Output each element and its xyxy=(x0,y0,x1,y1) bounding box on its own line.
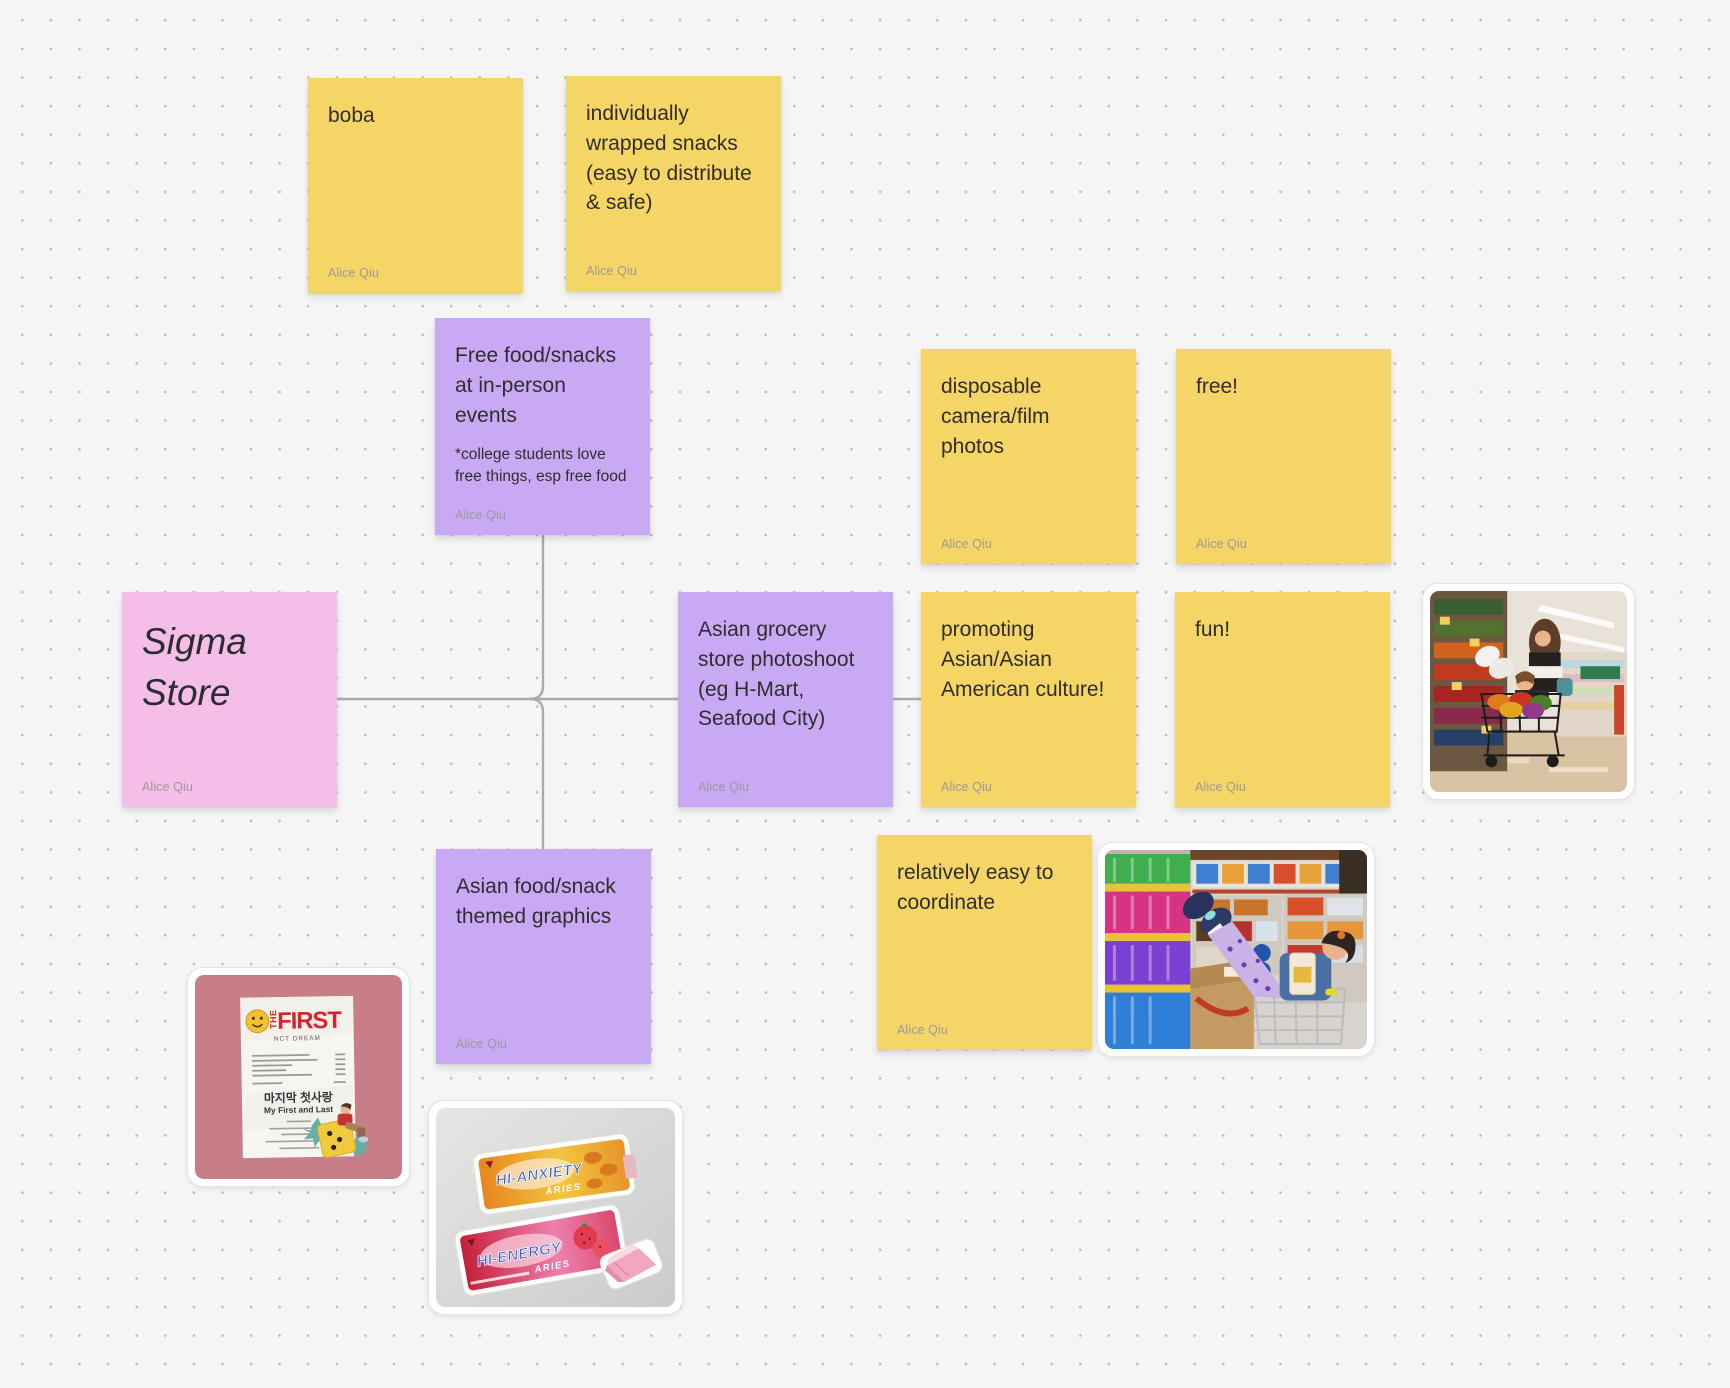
author-label: Alice Qiu xyxy=(941,780,992,794)
sticky-text: Sigma Store xyxy=(142,621,247,714)
person-in-cart-photo[interactable] xyxy=(1097,842,1375,1057)
sticky-text: promoting Asian/Asian American culture! xyxy=(941,618,1105,701)
hi-anxiety-aries-label: ARIES xyxy=(544,1180,582,1196)
connector-junction-to-graphics[interactable] xyxy=(528,697,545,851)
sticky-note-asian-grocery[interactable]: Asian grocery store photoshoot (eg H-Mar… xyxy=(678,592,893,807)
sticky-note-wrapped-snacks[interactable]: individually wrapped snacks (easy to dis… xyxy=(566,76,781,291)
sticky-note-promoting-culture[interactable]: promoting Asian/Asian American culture! … xyxy=(921,592,1136,807)
person-in-cart-photo-illustration xyxy=(1105,850,1367,1049)
sticky-text: fun! xyxy=(1195,618,1231,641)
strawberry-doodle xyxy=(573,1223,611,1258)
hi-anxiety-sticker: HI-ANXIETY ARIES xyxy=(472,1133,638,1215)
author-label: Alice Qiu xyxy=(897,1023,948,1037)
standing-figure xyxy=(1528,618,1563,692)
receipt-tracklist-lines xyxy=(252,1053,346,1085)
receipt-korean-title: 마지막 첫사랑 xyxy=(264,1090,333,1105)
grocery-cart-photo[interactable] xyxy=(1422,583,1635,800)
stickers-photo[interactable]: HI-ANXIETY ARIES HI-ENERGY ARIES xyxy=(428,1100,683,1315)
sticky-note-sigma-store[interactable]: Sigma Store Alice Qiu xyxy=(122,592,337,807)
left-shelf-bags xyxy=(1105,850,1191,1049)
sticky-text: boba xyxy=(328,104,375,127)
sticky-note-boba[interactable]: boba Alice Qiu xyxy=(308,78,523,293)
sticky-note-free-food[interactable]: Free food/snacks at in-person events *co… xyxy=(435,318,650,535)
author-label: Alice Qiu xyxy=(941,537,992,551)
sticky-text: relatively easy to coordinate xyxy=(897,861,1054,914)
receipt-art-image[interactable]: THE FIRST NCT DREAM 마지막 첫사랑 My First and… xyxy=(187,967,410,1187)
sticky-note-free[interactable]: free! Alice Qiu xyxy=(1176,349,1391,564)
sticky-text: disposable camera/film photos xyxy=(941,375,1050,458)
sticky-note-easy-coordinate[interactable]: relatively easy to coordinate Alice Qiu xyxy=(877,835,1092,1050)
author-label: Alice Qiu xyxy=(142,780,193,794)
dice-figure-collage xyxy=(301,1103,371,1159)
author-label: Alice Qiu xyxy=(328,266,379,280)
sticky-text: individually wrapped snacks (easy to dis… xyxy=(586,102,752,215)
cart-and-person xyxy=(1182,891,1356,1046)
receipt-the-label: THE xyxy=(268,1010,278,1029)
receipt-art-illustration: THE FIRST NCT DREAM 마지막 첫사랑 My First and… xyxy=(195,975,402,1179)
grocery-cart-photo-illustration xyxy=(1430,591,1627,792)
candy-piece-sticker xyxy=(599,1238,663,1290)
sticky-note-disposable-camera[interactable]: disposable camera/film photos Alice Qiu xyxy=(921,349,1136,564)
author-label: Alice Qiu xyxy=(698,780,749,794)
connector-junction-to-freefood[interactable] xyxy=(528,533,545,701)
sticky-note-fun[interactable]: fun! Alice Qiu xyxy=(1175,592,1390,807)
author-label: Alice Qiu xyxy=(1196,537,1247,551)
cow-doodles xyxy=(584,1151,618,1189)
sticky-text: Free food/snacks at in-person events xyxy=(455,344,617,427)
cart-figure xyxy=(1475,645,1573,702)
stickers-photo-illustration: HI-ANXIETY ARIES HI-ENERGY ARIES xyxy=(436,1108,675,1307)
author-label: Alice Qiu xyxy=(1195,780,1246,794)
receipt-artist: NCT DREAM xyxy=(274,1035,321,1043)
sticky-subtext: *college students love free things, esp … xyxy=(455,446,627,486)
sticky-text: Asian grocery store photoshoot (eg H-Mar… xyxy=(698,618,855,731)
receipt-subtitle: My First and Last xyxy=(264,1104,333,1115)
author-label: Alice Qiu xyxy=(586,264,637,278)
author-label: Alice Qiu xyxy=(456,1037,507,1051)
author-label: Alice Qiu xyxy=(455,508,506,522)
receipt-title: FIRST xyxy=(277,1007,343,1035)
sticky-text: free! xyxy=(1196,375,1239,398)
hi-energy-sticker: HI-ENERGY ARIES xyxy=(454,1204,629,1296)
snacks-in-cart xyxy=(1487,691,1552,719)
sticky-text: Asian food/snack themed graphics xyxy=(456,875,616,928)
sticky-note-themed-graphics[interactable]: Asian food/snack themed graphics Alice Q… xyxy=(436,849,651,1064)
